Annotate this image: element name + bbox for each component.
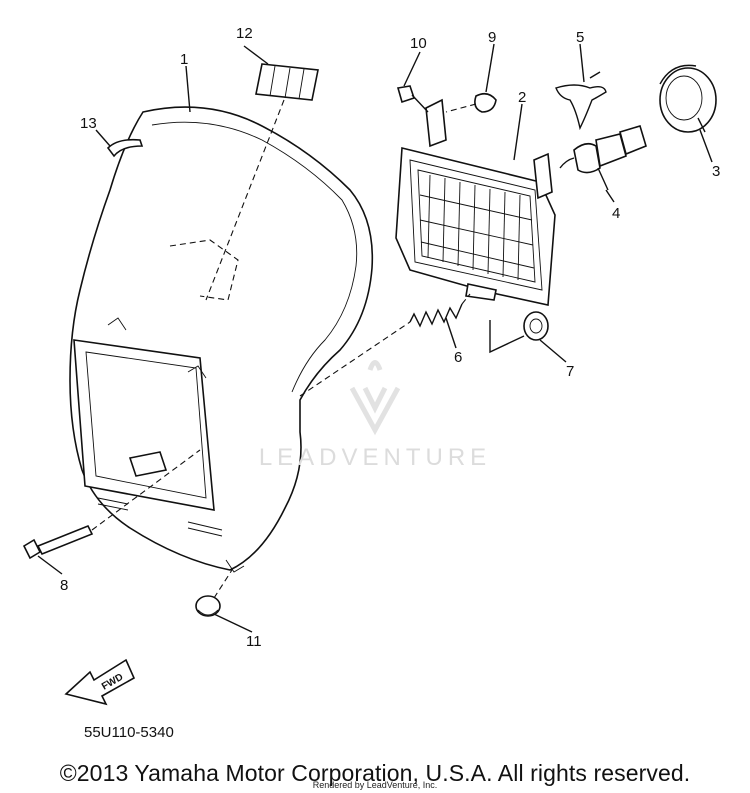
callout-10: 10 <box>410 35 427 52</box>
watermark-text: LEADVENTURE <box>258 444 492 471</box>
callout-11: 11 <box>246 633 262 650</box>
callout-4: 4 <box>612 205 620 222</box>
grommet-part-11 <box>195 569 233 617</box>
callout-13: 13 <box>80 115 97 132</box>
callout-7: 7 <box>566 363 574 380</box>
headlight-unit <box>395 98 556 306</box>
callout-1: 1 <box>180 51 188 68</box>
diagram-part-code: 55U110-5340 <box>84 724 174 741</box>
callout-3: 3 <box>712 163 720 180</box>
grommet-part-7 <box>489 311 549 354</box>
clip-part-13 <box>106 138 144 158</box>
callout-2: 2 <box>518 89 526 106</box>
callout-5: 5 <box>576 29 584 46</box>
leader-lines <box>37 43 713 633</box>
watermark-logo-icon <box>349 360 401 436</box>
callout-12: 12 <box>236 25 253 42</box>
screw-part-9 <box>445 92 497 113</box>
bolt-part-8 <box>22 449 201 560</box>
callout-8: 8 <box>60 577 68 594</box>
bulb-part-4 <box>559 125 647 191</box>
callout-6: 6 <box>454 349 462 366</box>
headlight-cowl <box>69 106 374 573</box>
callout-9: 9 <box>488 29 496 46</box>
pad-part-12 <box>205 63 319 301</box>
fwd-arrow-icon: FWD <box>64 658 136 706</box>
render-credit: Rendered by LeadVenture, Inc. <box>312 780 438 790</box>
spring-clip-part-5 <box>555 71 607 131</box>
spring-part-6 <box>299 293 471 397</box>
cover-part-3 <box>659 64 717 133</box>
nut-part-10 <box>396 85 429 113</box>
copyright-notice: ©2013 Yamaha Motor Corporation, U.S.A. A… <box>59 760 691 786</box>
